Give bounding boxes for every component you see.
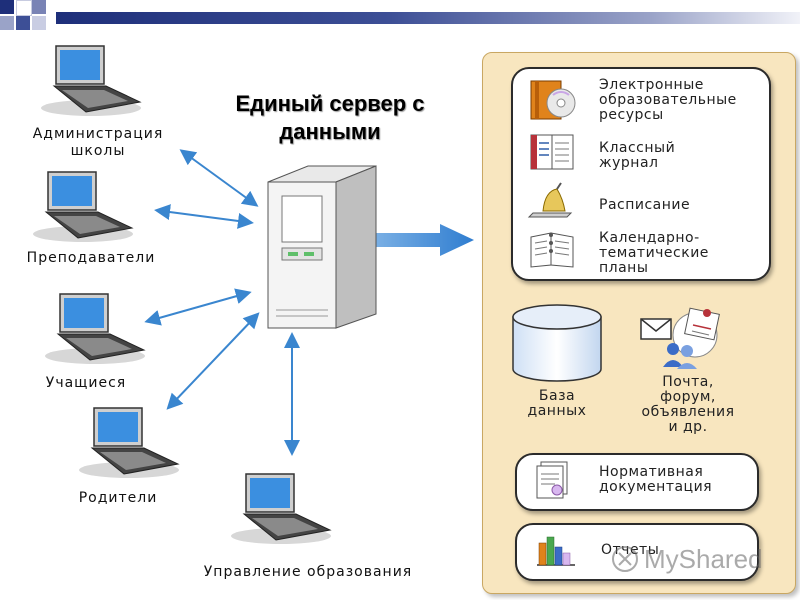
normative-docs-box: Нормативная документация <box>515 453 759 511</box>
watermark-text: MyShared <box>644 544 763 574</box>
server-to-resources-arrow <box>368 224 474 256</box>
client-label-line: школы <box>70 143 126 159</box>
server-title: Единый сервер с данными <box>205 90 455 146</box>
school-bell-icon <box>527 182 573 218</box>
resource-label-line: тематические <box>599 245 709 261</box>
database-label: База данных <box>507 389 607 419</box>
decor-square <box>32 0 46 14</box>
top-decoration-bar <box>0 0 800 40</box>
reports-label: Отчеты <box>601 542 660 558</box>
client-label-line: Преподаватели <box>26 250 156 266</box>
database-label-line: данных <box>527 403 587 419</box>
resources-panel: Электронные образовательные ресурсы Клас… <box>482 52 796 594</box>
arrow-teachers <box>154 204 254 229</box>
database-label-line: База <box>538 388 576 404</box>
watermark: MyShared <box>610 542 770 576</box>
client-label-line: Родители <box>78 490 158 506</box>
watermark-logo-icon <box>612 546 638 572</box>
mail-label-line: Почта, <box>662 374 714 390</box>
mail-label: Почта, форум, объявления и др. <box>613 375 763 435</box>
computer-icon <box>79 407 180 478</box>
decor-square <box>0 16 14 30</box>
decor-square <box>16 0 32 16</box>
decor-square <box>16 16 30 30</box>
client-label-management: Управление образования <box>160 564 456 581</box>
resource-label-line: журнал <box>599 155 659 171</box>
resource-label-line: Расписание <box>599 197 691 213</box>
resource-label-plans: Календарно- тематические планы <box>599 231 709 276</box>
resource-label-schedule: Расписание <box>599 198 690 213</box>
mail-forum-icon <box>640 307 720 369</box>
computer-icon <box>45 293 146 364</box>
book-disc-icon <box>530 80 576 120</box>
database-cylinder-icon <box>512 304 602 382</box>
document-icon <box>536 461 568 499</box>
resource-label-electronic: Электронные образовательные ресурсы <box>599 78 737 123</box>
client-label-line: Администрация <box>32 126 164 142</box>
mail-label-line: форум, <box>660 389 716 405</box>
resource-label-line: ресурсы <box>599 107 664 123</box>
resource-label-line: Классный <box>599 140 676 156</box>
bar-chart-icon <box>537 536 575 566</box>
normative-docs-label-line: документация <box>599 479 713 495</box>
reports-box: Отчеты <box>515 523 759 581</box>
class-journal-icon <box>530 134 574 170</box>
open-notebook-icon <box>530 232 574 268</box>
decor-gradient-line <box>56 12 800 24</box>
resource-label-line: планы <box>599 260 649 276</box>
computer-icon <box>231 473 332 544</box>
computer-icon <box>41 45 142 116</box>
services-box: Электронные образовательные ресурсы Клас… <box>511 67 771 281</box>
mail-label-line: объявления <box>641 404 735 420</box>
normative-docs-label: Нормативная документация <box>599 465 712 495</box>
client-label-teachers: Преподаватели <box>2 250 180 267</box>
client-label-students: Учащиеся <box>22 375 150 392</box>
server-title-line2: данными <box>279 119 381 144</box>
arrow-parents <box>166 312 260 410</box>
arrow-admin <box>179 149 259 207</box>
resource-label-journal: Классный журнал <box>599 141 675 171</box>
decor-square <box>32 16 46 30</box>
server-icon <box>267 165 377 329</box>
resource-label-line: образовательные <box>599 92 737 108</box>
mail-label-line: и др. <box>668 419 708 435</box>
client-label-administration: Администрация школы <box>6 126 190 160</box>
decor-square <box>0 0 14 14</box>
server-title-line1: Единый сервер с <box>235 91 425 116</box>
client-label-line: Учащиеся <box>45 375 127 391</box>
arrow-students <box>144 288 252 326</box>
resource-label-line: Календарно- <box>599 230 700 246</box>
computer-icon <box>33 171 134 242</box>
client-label-line: Управление образования <box>203 564 413 580</box>
resource-label-line: Электронные <box>599 77 704 93</box>
client-label-parents: Родители <box>48 490 188 507</box>
normative-docs-label-line: Нормативная <box>599 464 704 480</box>
